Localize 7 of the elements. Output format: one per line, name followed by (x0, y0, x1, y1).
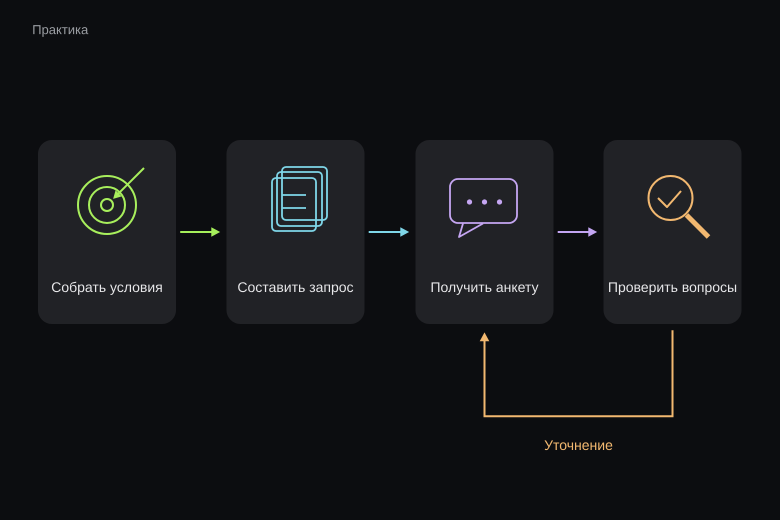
edge-label: Уточнение (542, 438, 615, 452)
process-box: Получить анкету (416, 140, 554, 324)
arrow (480, 330, 674, 418)
process-box: Собрать условия (38, 140, 176, 324)
header-text: Практика (33, 25, 88, 37)
process-box: Проверить вопросы (604, 140, 742, 324)
process-box: Составить запрос (226, 140, 364, 324)
